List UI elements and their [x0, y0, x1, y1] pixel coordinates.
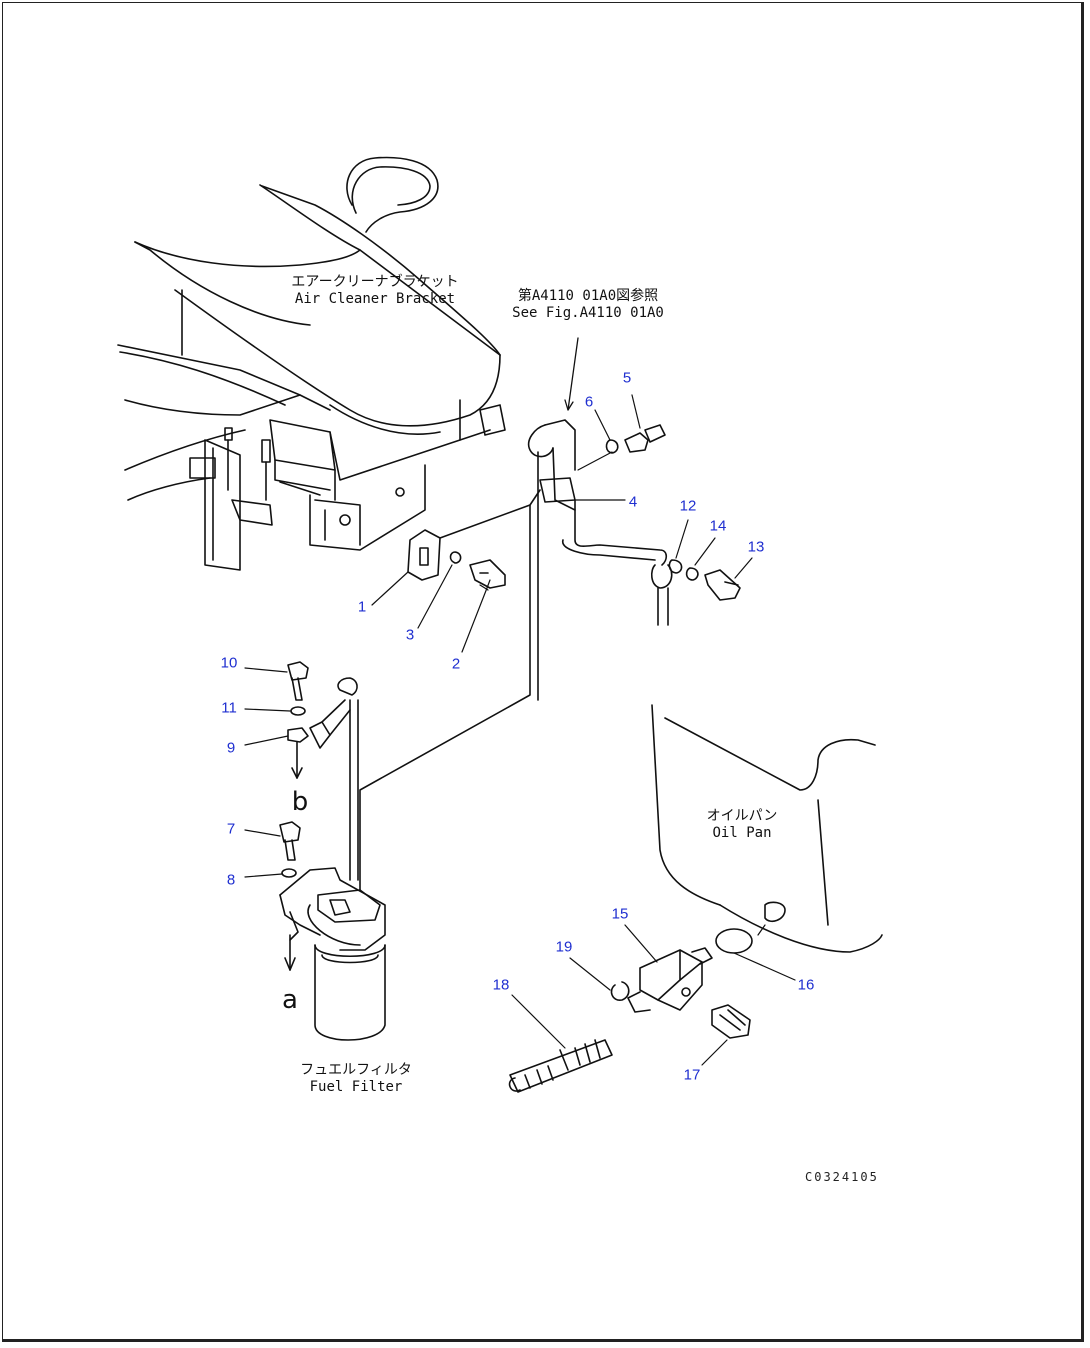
callout-9: 9	[226, 739, 236, 757]
fuel-filter-label: フュエルフィルタ Fuel Filter	[300, 1062, 412, 1096]
callout-18: 18	[492, 976, 510, 994]
bolt-13-art	[668, 519, 753, 601]
oil-pan-label-jp: オイルパン	[706, 808, 778, 824]
air-cleaner-bracket-label-en: Air Cleaner Bracket	[294, 291, 456, 307]
callout-5: 5	[622, 369, 632, 387]
see-figure-label-jp: 第A4110 01A0図参照	[517, 288, 659, 304]
see-figure-label: 第A4110 01A0図参照 See Fig.A4110 01A0	[512, 288, 664, 322]
air-cleaner-bracket-label-jp: エアークリーナブラケット	[291, 274, 459, 290]
callout-17: 17	[683, 1066, 701, 1084]
left-fastener-art	[244, 661, 358, 878]
callout-16: 16	[797, 976, 815, 994]
callout-15: 15	[611, 905, 629, 923]
clamp-bolt-art	[371, 504, 531, 653]
callout-13: 13	[747, 538, 765, 556]
fuel-filter-label-jp: フュエルフィルタ	[300, 1062, 412, 1078]
callout-12: 12	[679, 497, 697, 515]
callout-10: 10	[220, 654, 238, 672]
callout-4: 4	[628, 493, 638, 511]
callout-2: 2	[451, 655, 461, 673]
callout-7: 7	[226, 820, 236, 838]
callout-8: 8	[226, 871, 236, 889]
drain-adapter-art	[508, 924, 751, 1093]
fuel-filter-art	[279, 699, 386, 1041]
drawing-code: C0324105	[805, 1170, 879, 1184]
air-cleaner-bracket-art	[117, 156, 506, 571]
callout-3: 3	[405, 626, 415, 644]
callout-1: 1	[357, 598, 367, 616]
oil-pan-label-en: Oil Pan	[712, 825, 772, 841]
see-figure-label-en: See Fig.A4110 01A0	[512, 305, 664, 321]
oil-pan-label: オイルパン Oil Pan	[707, 808, 778, 842]
fuel-filter-label-en: Fuel Filter	[309, 1079, 403, 1095]
air-cleaner-bracket-label: エアークリーナブラケット Air Cleaner Bracket	[291, 274, 458, 308]
callout-19: 19	[555, 938, 573, 956]
oil-pan-art	[651, 704, 883, 981]
pipe-bracket-art	[359, 337, 673, 891]
direction-letter-b: b	[291, 787, 309, 817]
callout-6: 6	[584, 393, 594, 411]
callout-11: 11	[221, 699, 237, 717]
direction-letter-a: a	[282, 985, 298, 1015]
callout-14: 14	[709, 517, 727, 535]
